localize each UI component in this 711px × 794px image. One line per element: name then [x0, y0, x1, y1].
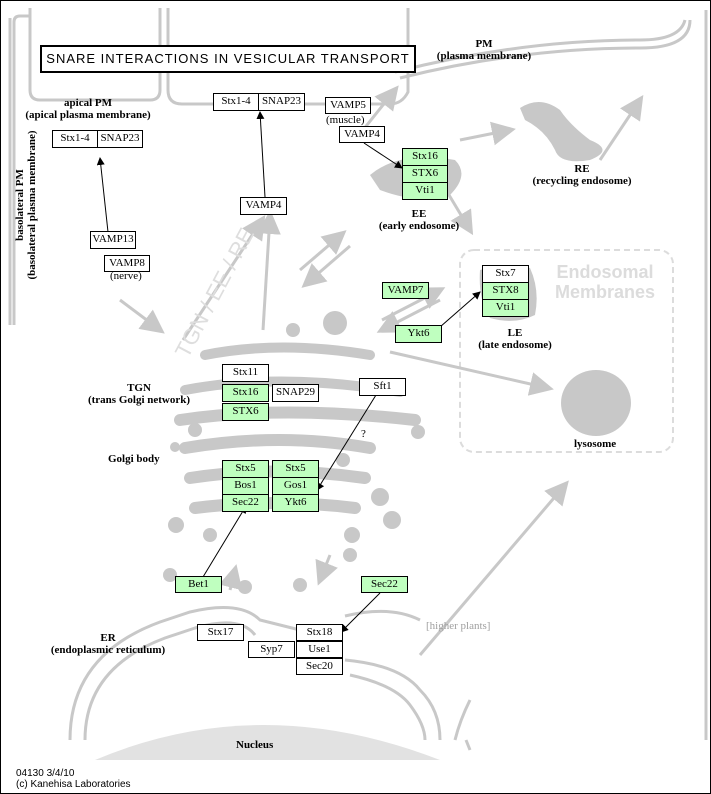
copyright: (c) Kanehisa Laboratories	[16, 779, 131, 790]
lysosome-label: lysosome	[574, 438, 617, 450]
gene-stx16-ee[interactable]: Stx16	[402, 148, 448, 166]
gene-vti1-ee[interactable]: Vti1	[402, 182, 448, 200]
gene-bet1[interactable]: Bet1	[175, 576, 222, 593]
endosomal-membranes-label: Endosomal Membranes	[554, 262, 656, 302]
ee-label: EE(early endosome)	[378, 208, 460, 232]
pm-label: PM(plasma membrane)	[436, 38, 532, 62]
er-label: ER(endoplasmic reticulum)	[50, 632, 166, 656]
gene-sft1[interactable]: Sft1	[359, 378, 406, 396]
gene-stx6-tgn[interactable]: STX6	[222, 403, 269, 421]
nucleus-label: Nucleus	[236, 739, 274, 751]
gene-use1[interactable]: Use1	[296, 641, 343, 658]
gene-ykt6-golgi[interactable]: Ykt6	[272, 494, 319, 512]
gene-sec20[interactable]: Sec20	[296, 658, 343, 675]
gene-sec22-er[interactable]: Sec22	[361, 576, 408, 593]
nerve-label: (nerve)	[110, 270, 142, 282]
gene-vamp4-ee[interactable]: VAMP4	[339, 126, 385, 143]
question-mark-label: ?	[361, 428, 366, 440]
basolateral-pm-label: basolateral PM(basolateral plasma membra…	[14, 130, 38, 280]
gene-snap23-apical[interactable]: SNAP23	[97, 130, 143, 148]
gene-snap23-pm[interactable]: SNAP23	[258, 93, 305, 111]
gene-bos1[interactable]: Bos1	[222, 477, 269, 495]
gene-stx7[interactable]: Stx7	[482, 265, 529, 283]
gene-stx18[interactable]: Stx18	[296, 624, 343, 641]
gene-syp7[interactable]: Syp7	[248, 641, 295, 658]
map-version: 04130 3/4/10	[16, 768, 75, 779]
gene-stx1-4-pm[interactable]: Stx1-4	[213, 93, 259, 111]
gene-stx5-b[interactable]: Stx5	[272, 460, 319, 478]
gene-stx11[interactable]: Stx11	[222, 364, 269, 382]
gene-stx16-tgn[interactable]: Stx16	[222, 384, 269, 402]
tgn-label: TGN(trans Golgi network)	[87, 382, 191, 406]
page-title: SNARE INTERACTIONS IN VESICULAR TRANSPOR…	[40, 45, 416, 73]
gene-ykt6-le[interactable]: Ykt6	[395, 325, 442, 343]
gene-vamp13[interactable]: VAMP13	[90, 231, 136, 249]
gene-gos1[interactable]: Gos1	[272, 477, 319, 495]
gene-vti1-le[interactable]: Vti1	[482, 299, 529, 317]
le-label: LE(late endosome)	[478, 327, 552, 351]
gene-stx1-4-apical[interactable]: Stx1-4	[52, 130, 98, 148]
gene-snap29[interactable]: SNAP29	[272, 384, 319, 402]
apical-pm-label: apical PM(apical plasma membrane)	[25, 97, 151, 121]
gene-sec22-golgi[interactable]: Sec22	[222, 494, 269, 512]
muscle-label: (muscle)	[326, 114, 365, 126]
gene-stx6-ee[interactable]: STX6	[402, 165, 448, 183]
gene-stx17[interactable]: Stx17	[197, 624, 244, 641]
gene-vamp7[interactable]: VAMP7	[382, 282, 429, 299]
gene-vamp4[interactable]: VAMP4	[240, 197, 287, 215]
gene-vamp8[interactable]: VAMP8	[104, 255, 150, 272]
gene-stx8[interactable]: STX8	[482, 282, 529, 300]
gene-stx5-a[interactable]: Stx5	[222, 460, 269, 478]
re-label: RE(recycling endosome)	[532, 163, 632, 187]
gene-vamp5[interactable]: VAMP5	[325, 97, 371, 114]
golgi-label: Golgi body	[108, 453, 160, 465]
higher-plants-label: [higher plants]	[426, 620, 491, 632]
